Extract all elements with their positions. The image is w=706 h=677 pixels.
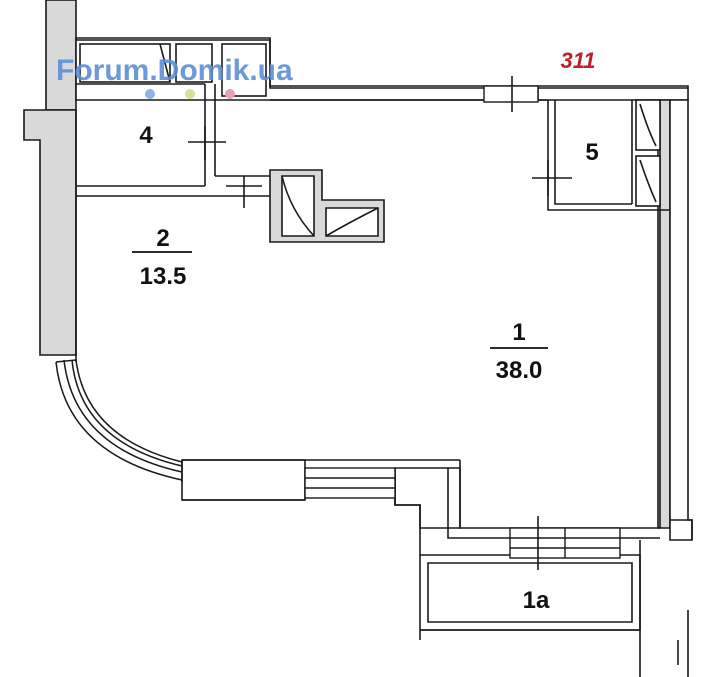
room-1-number: 1 (512, 319, 525, 346)
windows (304, 85, 621, 559)
wall-lines (75, 39, 693, 677)
bay-window (55, 359, 183, 482)
room-1a-number: 1a (523, 587, 550, 614)
room-2-area: 13.5 (140, 263, 187, 290)
ventilation-shafts (79, 43, 661, 243)
room-4-number: 4 (139, 122, 153, 149)
watermark-text: Forum.Domik.ua (56, 54, 293, 87)
door-marks (188, 76, 679, 665)
room-2-number: 2 (156, 225, 169, 252)
watermark-dot-blue (145, 89, 155, 99)
watermark-dot-yellow (185, 89, 195, 99)
room-5-number: 5 (585, 139, 598, 166)
watermark-dot-pink (225, 89, 235, 99)
fraction-bars (132, 251, 548, 349)
room-1-area: 38.0 (496, 357, 543, 384)
plan-number: 311 (560, 48, 595, 73)
